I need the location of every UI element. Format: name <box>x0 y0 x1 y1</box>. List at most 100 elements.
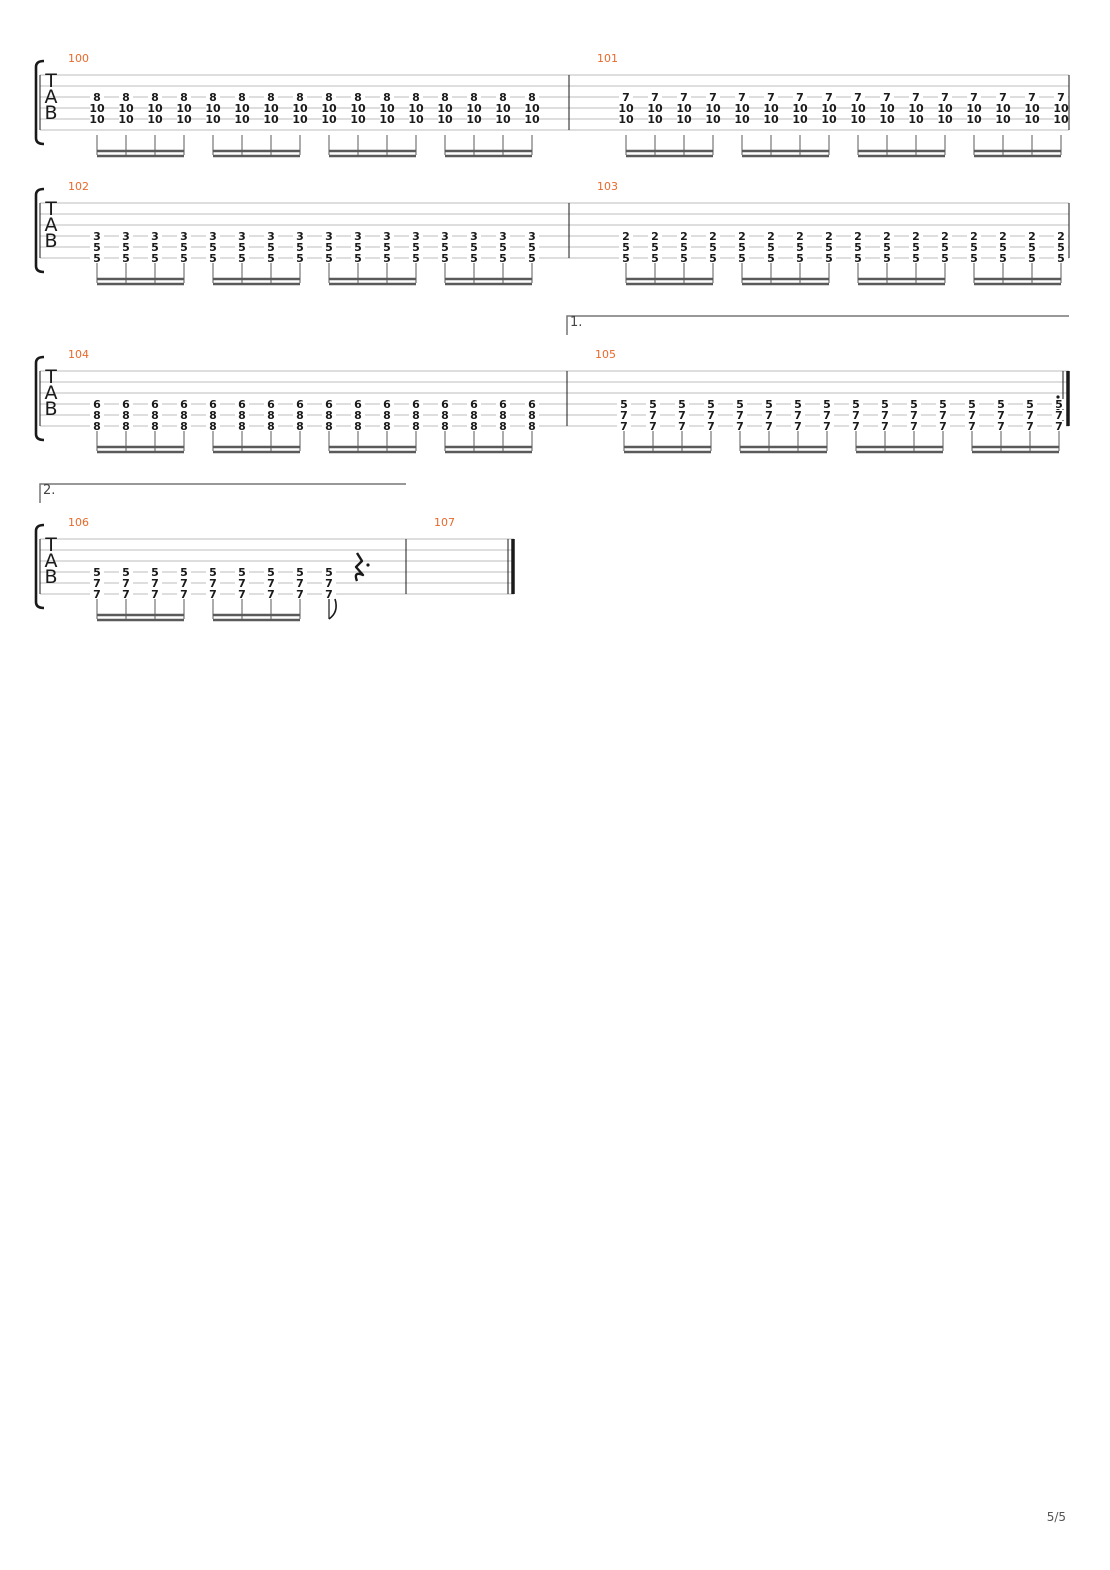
fret-background <box>409 103 423 113</box>
fret-number: 2 <box>854 230 862 243</box>
fret-number: 6 <box>238 398 246 411</box>
fret-number: 5 <box>499 252 507 265</box>
fret-background <box>793 92 807 102</box>
fret-background <box>264 421 278 431</box>
fret-background <box>525 253 539 263</box>
fret-number: 5 <box>441 252 449 265</box>
fret-background <box>264 103 278 113</box>
tab-clef-letter: B <box>44 398 57 420</box>
fret-background <box>648 114 662 124</box>
fret-number: 7 <box>910 409 918 422</box>
fret-background <box>880 242 894 252</box>
fret-background <box>148 231 162 241</box>
fret-background <box>90 242 104 252</box>
fret-number: 5 <box>1028 252 1036 265</box>
fret-background <box>996 92 1010 102</box>
fret-number: 5 <box>325 252 333 265</box>
fret-background <box>206 103 220 113</box>
fret-number: 5 <box>238 566 246 579</box>
fret-number: 8 <box>354 420 362 433</box>
fret-number: 7 <box>678 409 686 422</box>
tab-clef-letter: B <box>44 102 57 124</box>
fret-number: 6 <box>354 398 362 411</box>
fret-number: 5 <box>1057 241 1065 254</box>
fret-number: 10 <box>937 113 953 126</box>
fret-number: 2 <box>970 230 978 243</box>
fret-background <box>735 92 749 102</box>
repeat-dot <box>1056 395 1060 399</box>
fret-number: 5 <box>238 252 246 265</box>
fret-background <box>880 103 894 113</box>
fret-background <box>90 103 104 113</box>
fret-background <box>119 242 133 252</box>
fret-number: 5 <box>680 252 688 265</box>
fret-background <box>706 103 720 113</box>
page-number: 5/5 <box>1046 1510 1066 1524</box>
fret-number: 6 <box>499 398 507 411</box>
fret-background <box>496 253 510 263</box>
fret-background <box>264 567 278 577</box>
fret-background <box>909 253 923 263</box>
fret-background <box>764 242 778 252</box>
fret-number: 5 <box>649 398 657 411</box>
fret-background <box>938 103 952 113</box>
fret-number: 8 <box>441 409 449 422</box>
fret-number: 10 <box>647 102 663 115</box>
fret-number: 8 <box>180 409 188 422</box>
fret-background <box>907 421 921 431</box>
fret-background <box>735 242 749 252</box>
fret-number: 8 <box>209 420 217 433</box>
fret-number: 2 <box>883 230 891 243</box>
fret-number: 5 <box>499 241 507 254</box>
fret-number: 5 <box>852 398 860 411</box>
fret-background <box>177 92 191 102</box>
fret-background <box>409 410 423 420</box>
fret-number: 5 <box>883 241 891 254</box>
tab-clef-letter: A <box>45 550 58 572</box>
fret-background <box>380 231 394 241</box>
fret-background <box>148 114 162 124</box>
fret-background <box>619 114 633 124</box>
fret-number: 8 <box>296 91 304 104</box>
fret-background <box>706 114 720 124</box>
fret-background <box>119 114 133 124</box>
fret-number: 7 <box>180 577 188 590</box>
fret-number: 7 <box>709 91 717 104</box>
fret-background <box>264 231 278 241</box>
fret-background <box>822 253 836 263</box>
fret-number: 5 <box>209 252 217 265</box>
fret-background <box>438 421 452 431</box>
fret-background <box>380 114 394 124</box>
fret-number: 10 <box>908 102 924 115</box>
fret-background <box>706 253 720 263</box>
fret-number: 5 <box>999 241 1007 254</box>
fret-background <box>851 253 865 263</box>
fret-background <box>119 231 133 241</box>
fret-number: 7 <box>796 91 804 104</box>
fret-background <box>706 231 720 241</box>
fret-background <box>496 410 510 420</box>
fret-background <box>467 231 481 241</box>
fret-number: 8 <box>267 409 275 422</box>
measure-number: 103 <box>597 180 618 193</box>
fret-number: 8 <box>470 91 478 104</box>
fret-number: 5 <box>325 241 333 254</box>
fret-background <box>380 92 394 102</box>
fret-number: 7 <box>941 91 949 104</box>
fret-number: 5 <box>767 252 775 265</box>
fret-background <box>878 410 892 420</box>
fret-background <box>762 399 776 409</box>
fret-number: 8 <box>180 91 188 104</box>
fret-number: 5 <box>796 252 804 265</box>
fret-number: 3 <box>296 230 304 243</box>
fret-number: 5 <box>622 252 630 265</box>
fret-background <box>675 410 689 420</box>
fret-number: 8 <box>470 409 478 422</box>
fret-background <box>646 410 660 420</box>
fret-number: 5 <box>738 241 746 254</box>
fret-background <box>119 567 133 577</box>
fret-number: 2 <box>651 230 659 243</box>
fret-number: 3 <box>499 230 507 243</box>
fret-background <box>706 92 720 102</box>
